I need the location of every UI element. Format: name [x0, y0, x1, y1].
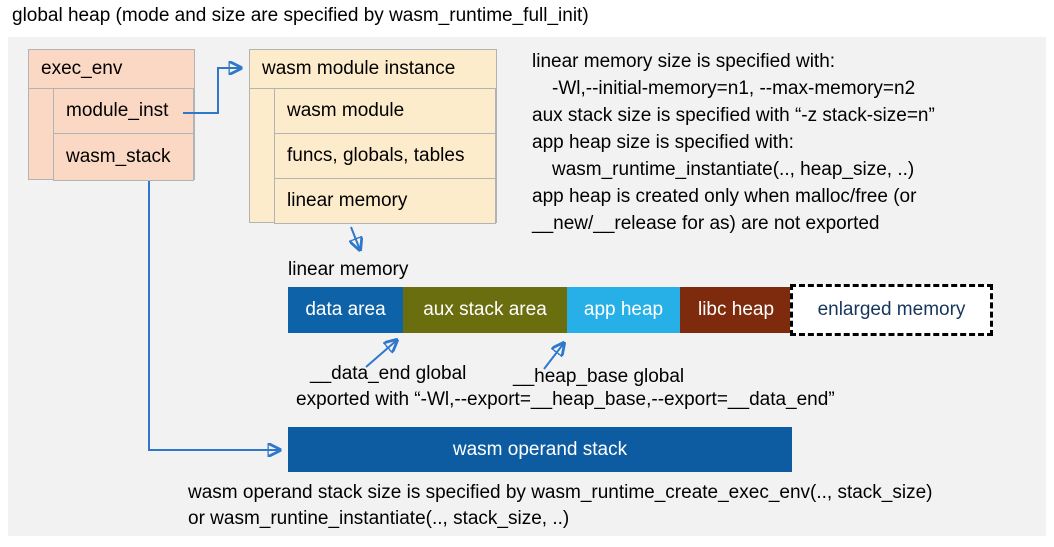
- diagram-title: global heap (mode and size are specified…: [12, 5, 589, 26]
- module-instance-row-funcs-globals-tables: funcs, globals, tables: [274, 133, 496, 179]
- exec-env-box: exec_env module_inst wasm_stack: [28, 49, 195, 181]
- module-instance-box: wasm module instance wasm module funcs, …: [249, 49, 497, 224]
- note-line: app heap size is specified with:: [532, 132, 794, 153]
- note-line: __new/__release for as) are not exported: [532, 213, 880, 234]
- note-line: or wasm_runtine_instantiate(.., stack_si…: [188, 508, 570, 529]
- exec-env-row-module-inst: module_inst: [53, 88, 194, 134]
- module-instance-row-wasm-module: wasm module: [274, 88, 496, 134]
- note-line: aux stack size is specified with “-z sta…: [532, 105, 935, 126]
- module-instance-row-linear-memory: linear memory: [274, 178, 496, 224]
- segment-enlarged-memory: enlarged memory: [790, 284, 993, 336]
- note-line: linear memory size is specified with:: [532, 51, 836, 72]
- segment-app-heap: app heap: [567, 287, 680, 333]
- memory-size-notes: linear memory size is specified with: -W…: [532, 48, 935, 237]
- segment-aux-stack-area: aux stack area: [403, 287, 567, 333]
- linear-memory-label: linear memory: [288, 259, 409, 280]
- segment-libc-heap: libc heap: [680, 287, 792, 333]
- note-line: wasm operand stack size is specified by …: [188, 482, 933, 503]
- export-note: exported with “-Wl,--export=__heap_base,…: [296, 389, 835, 410]
- data-end-global-label: __data_end global: [310, 363, 467, 384]
- heap-base-global-label: __heap_base global: [513, 366, 685, 387]
- wasm-operand-stack-bar: wasm operand stack: [288, 427, 792, 472]
- note-line: -Wl,--initial-memory=n1, --max-memory=n2: [552, 78, 916, 99]
- module-instance-header: wasm module instance: [250, 50, 496, 89]
- note-line: app heap is created only when malloc/fre…: [532, 186, 917, 207]
- exec-env-row-wasm-stack: wasm_stack: [53, 133, 194, 181]
- exec-env-header: exec_env: [29, 50, 194, 89]
- note-line: wasm_runtime_instantiate(.., heap_size, …: [552, 159, 915, 180]
- segment-data-area: data area: [288, 287, 403, 333]
- operand-stack-notes: wasm operand stack size is specified by …: [188, 480, 933, 532]
